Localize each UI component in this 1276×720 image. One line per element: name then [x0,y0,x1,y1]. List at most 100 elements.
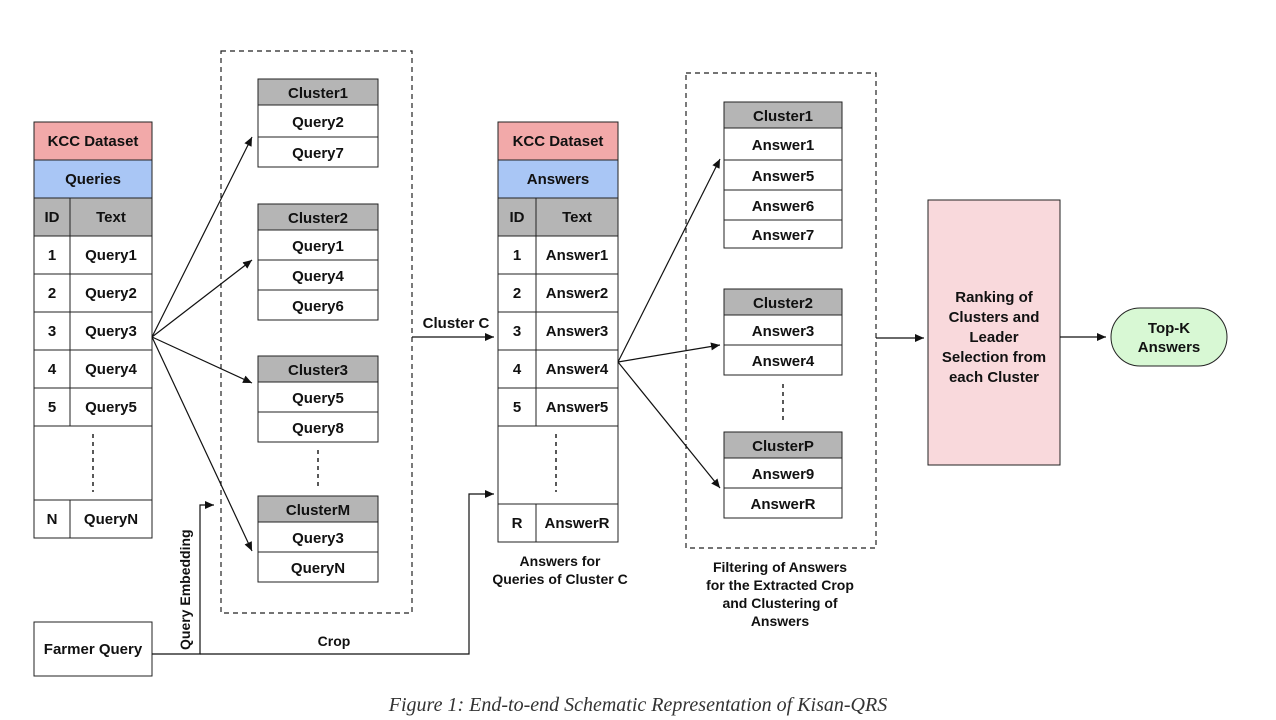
answers-table: KCC Dataset Answers ID Text 1 Answer1 2 … [497,121,619,543]
cluster-title: Cluster1 [753,108,813,125]
table-row [33,349,153,389]
cluster-title: Cluster2 [753,295,813,312]
row-text: Answer4 [546,361,609,378]
answer-cluster-1: Cluster1 Answer1 Answer5 Answer6 Answer7 [723,101,843,249]
row-text: Query1 [85,247,137,264]
cluster-item: Answer4 [752,353,815,370]
filter-caption-line4: Answers [751,613,810,629]
row-id: 4 [48,361,57,378]
ranking-line4: Selection from [942,349,1046,366]
row-id: 2 [513,285,521,302]
cluster-title: ClusterP [752,438,814,455]
queries-header-label: Queries [65,171,121,188]
row-id: R [512,515,523,532]
cluster-item: AnswerR [750,496,815,513]
table-row [497,235,619,275]
row-id: 2 [48,285,56,302]
cluster-item: Answer5 [752,168,815,185]
cluster-item: Answer9 [752,466,815,483]
queries-dataset-header-label: KCC Dataset [48,133,139,150]
cluster-item: Answer1 [752,137,815,154]
query-cluster-3: Cluster3 Query5 Query8 [257,355,379,443]
filter-caption-line1: Filtering of Answers [713,559,847,575]
row-text: Answer1 [546,247,609,264]
query-clusters-container [220,50,413,614]
row-text: Answer5 [546,399,609,416]
cluster-item: Query2 [292,114,344,131]
cluster-item: Query8 [292,420,344,437]
table-row [497,503,619,543]
answers-dataset-header-label: KCC Dataset [513,133,604,150]
cluster-title: Cluster1 [288,85,348,102]
query-cluster-2: Cluster2 Query1 Query4 Query6 [257,203,379,321]
cluster-title: ClusterM [286,502,350,519]
crop-label: Crop [318,633,351,649]
crop-arrow [200,490,494,655]
answers-header-label: Answers [527,171,590,188]
row-id: 4 [513,361,522,378]
farmer-query-label: Farmer Query [44,641,143,658]
row-text: Answer2 [546,285,609,302]
table-row [33,387,153,427]
cluster-item: Answer7 [752,227,815,244]
filter-caption-line3: and Clustering of [722,595,837,611]
queries-dataset-header [33,121,153,161]
table-row [33,235,153,275]
row-id: 1 [513,247,521,264]
cluster-item: Answer6 [752,198,815,215]
answers-col-text: Text [562,209,592,226]
queries-col-text: Text [96,209,126,226]
table-row [497,349,619,389]
queries-column-header [33,197,153,237]
ranking-line2: Clusters and [949,309,1040,326]
queries-header [33,159,153,199]
topk-line2: Answers [1138,339,1201,356]
queries-table: KCC Dataset Queries ID Text 1 Query1 2 Q… [33,121,153,539]
row-text: QueryN [84,511,138,528]
table-ellipsis-row [497,425,619,505]
cluster-item: Query3 [292,530,344,547]
query-to-cluster-arrows [151,136,253,552]
table-row [497,273,619,313]
row-text: Query2 [85,285,137,302]
query-cluster-m: ClusterM Query3 QueryN [257,495,379,583]
table-row [497,387,619,427]
answers-table-caption-line2: Queries of Cluster C [492,571,627,587]
cluster-title: Cluster3 [288,362,348,379]
cluster-item: Query1 [292,238,344,255]
figure-caption: Figure 1: End-to-end Schematic Represent… [388,694,888,716]
row-text: AnswerR [544,515,609,532]
query-cluster-1: Cluster1 Query2 Query7 [257,78,379,168]
row-id: 1 [48,247,56,264]
answer-to-cluster-arrows [617,158,721,489]
ranking-line3: Leader [969,329,1018,346]
row-text: Answer3 [546,323,609,340]
cluster-item: Query6 [292,298,344,315]
queries-col-id: ID [45,209,60,226]
answer-cluster-p: ClusterP Answer9 AnswerR [723,431,843,519]
cluster-title: Cluster2 [288,210,348,227]
cluster-item: Query5 [292,390,344,407]
query-embedding-label: Query Embedding [177,529,193,650]
row-id: 5 [513,399,521,416]
row-text: Query4 [85,361,137,378]
row-id: N [47,511,58,528]
topk-line1: Top-K [1148,320,1190,337]
query-embedding-arrow [152,501,214,655]
ranking-line1: Ranking of [955,289,1034,306]
row-id: 3 [48,323,56,340]
cluster-item: Query7 [292,145,344,162]
cluster-c-label: Cluster C [423,315,490,332]
farmer-query-box [33,621,153,677]
answer-clusters-container [685,72,877,549]
cluster-item: QueryN [291,560,345,577]
table-row [33,499,153,539]
filter-caption-line2: for the Extracted Crop [706,577,854,593]
answers-col-id: ID [510,209,525,226]
cluster-item: Answer3 [752,323,815,340]
table-row [33,273,153,313]
cluster-item: Query4 [292,268,344,285]
row-id: 3 [513,323,521,340]
ranking-box [927,199,1061,466]
